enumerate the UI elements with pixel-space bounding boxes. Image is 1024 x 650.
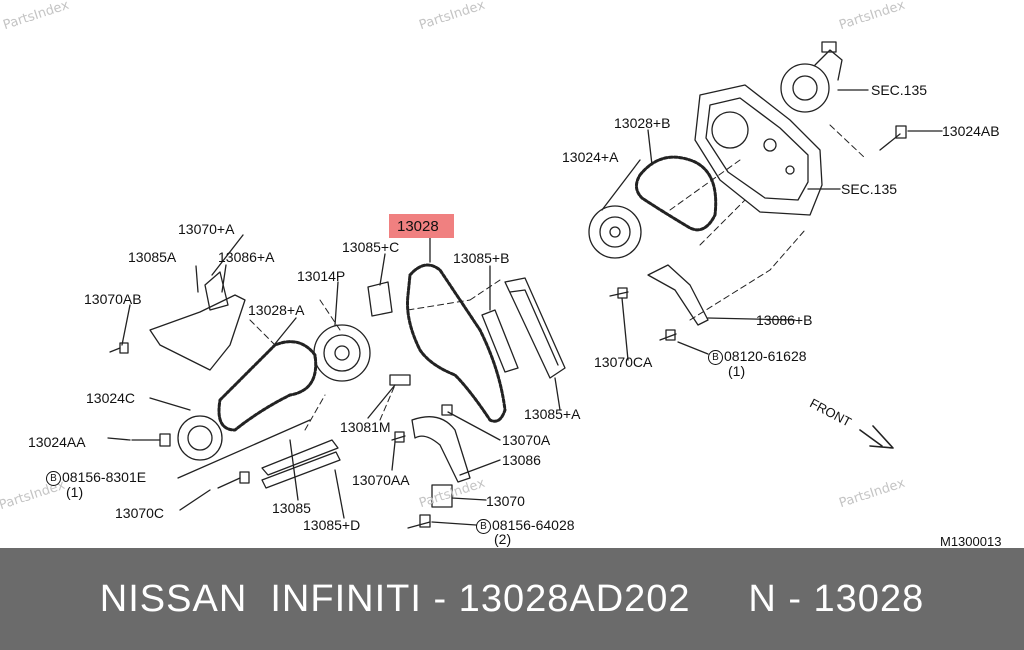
bolt-13081M xyxy=(389,374,411,386)
diagram-code: M1300013 xyxy=(940,534,1002,549)
label-13024A-plus: 13024+A xyxy=(562,149,619,165)
tensioner-13070 xyxy=(431,484,453,508)
label-13070A: 13070A xyxy=(502,432,551,448)
tensioner-arm-13086 xyxy=(411,416,471,483)
bolt-08156-64028 xyxy=(407,514,431,529)
label-13086A-plus: 13086+A xyxy=(218,249,275,265)
label-13070AA: 13070AA xyxy=(352,472,410,488)
guide-13085D-plus xyxy=(261,451,341,489)
label-13028B-plus: 13028+B xyxy=(614,115,671,131)
bracket-13086A-plus xyxy=(149,294,246,371)
label-08156-8301E-qty: (1) xyxy=(66,484,84,500)
label-08120-61628-qty: (1) xyxy=(728,363,746,379)
upper-chain xyxy=(635,155,718,232)
guide-13085A-plus xyxy=(504,277,566,379)
bolt-13070AA xyxy=(391,431,406,443)
label-13085C-plus: 13085+C xyxy=(342,239,400,255)
highlight-13028 xyxy=(389,214,454,238)
label-13085B-plus: 13085+B xyxy=(453,250,510,266)
bolt-13024AB xyxy=(879,125,907,151)
label-13028A-plus: 13028+A xyxy=(248,302,305,318)
guide-13085B-plus xyxy=(481,309,519,373)
bolt-13070AB xyxy=(109,342,129,354)
main-chain xyxy=(406,263,507,423)
diagram-drawing xyxy=(107,41,943,529)
label-13086B-plus: 13086+B xyxy=(756,312,813,328)
guide-13085C-plus xyxy=(367,281,393,317)
label-08120-61628-text: 08120-61628 xyxy=(724,348,807,364)
footer-bar: NISSAN INFINITI - 13028AD202 N - 13028 xyxy=(0,548,1024,650)
bolt-08120-61628 xyxy=(659,329,677,341)
plate-13024C xyxy=(177,415,223,461)
label-13014P: 13014P xyxy=(297,268,346,284)
label-13024AA: 13024AA xyxy=(28,434,86,450)
bolt-13070A xyxy=(441,404,453,416)
label-SEC135-mid: SEC.135 xyxy=(841,181,898,197)
bolt-symbol-1: B xyxy=(46,471,61,486)
label-13085A-plus: 13085+A xyxy=(524,406,581,422)
crank-sprocket xyxy=(313,324,371,382)
label-13070AB: 13070AB xyxy=(84,291,142,307)
bracket-13086B-plus xyxy=(647,264,709,326)
bolt-13070C xyxy=(217,471,250,489)
bolt-13024AA xyxy=(131,433,171,447)
timing-cover xyxy=(694,84,823,216)
footer-part-title: NISSAN INFINITI - 13028AD202 N - 13028 xyxy=(99,578,925,620)
label-13070CA: 13070CA xyxy=(594,354,653,370)
label-13024C: 13024C xyxy=(86,390,136,406)
label-13070A-plus: 13070+A xyxy=(178,221,235,237)
label-13028: 13028 xyxy=(397,218,439,235)
bolt-symbol-3: B xyxy=(708,350,723,365)
bolt-13070CA xyxy=(609,287,629,299)
label-13086: 13086 xyxy=(502,452,541,468)
bolt-symbol-2: B xyxy=(476,519,491,534)
front-arrow xyxy=(859,425,894,449)
label-13024AB: 13024AB xyxy=(942,123,1000,139)
label-13081M: 13081M xyxy=(340,419,391,435)
parts-diagram: PartsIndex PartsIndex PartsIndex PartsIn… xyxy=(0,0,1002,549)
guide-13085 xyxy=(261,439,339,476)
lower-left-chain xyxy=(217,340,318,432)
label-13085: 13085 xyxy=(272,500,311,516)
label-13070C: 13070C xyxy=(115,505,165,521)
label-SEC135-top: SEC.135 xyxy=(871,82,928,98)
label-13085A: 13085A xyxy=(128,249,177,265)
label-08156-8301E-text: 08156-8301E xyxy=(62,469,147,485)
label-13070: 13070 xyxy=(486,493,525,509)
pump-part xyxy=(780,41,843,113)
label-08156-64028-text: 08156-64028 xyxy=(492,517,575,533)
label-13085D-plus: 13085+D xyxy=(303,517,361,533)
label-08156-64028-qty: (2) xyxy=(494,531,512,547)
upper-sprocket xyxy=(588,205,642,259)
